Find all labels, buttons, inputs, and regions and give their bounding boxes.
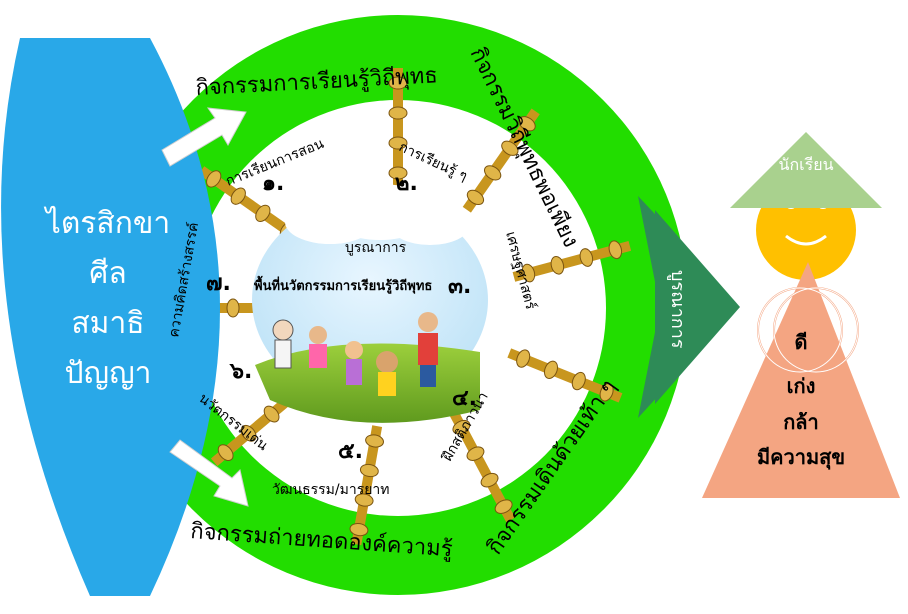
segment-3-number: ๓. [448, 274, 471, 299]
pillars [158, 68, 632, 546]
pillar [388, 68, 408, 188]
arrow-to-bottom-activity [169, 439, 249, 507]
left-line-1: ไตรสิกขา [45, 206, 171, 241]
pillar [512, 240, 632, 283]
body-line-4: มีความสุข [756, 445, 846, 469]
center-title: บูรณาการ [345, 240, 407, 256]
left-line-2: ศีล [89, 256, 127, 291]
student-hat [730, 132, 882, 208]
student-figure [702, 132, 900, 498]
left-line-3: สมาธิ [71, 306, 145, 341]
body-line-3: กล้า [783, 410, 819, 434]
pillar [507, 348, 623, 403]
pillar [449, 411, 516, 523]
segment-1-number: ๑. [262, 171, 284, 196]
hat-label: นักเรียน [779, 155, 834, 174]
body-line-2: เก่ง [786, 374, 816, 398]
center-subtitle: พื้นที่นวัตกรรมการเรียนรู้วิถีพุทธ [254, 275, 432, 294]
segment-7-number: ๗. [206, 271, 231, 296]
student-smile [785, 234, 827, 246]
segment-4-number: ๔. [452, 386, 477, 411]
segment-6-number: ๖. [229, 359, 252, 384]
segment-5-number: ๕. [338, 439, 363, 464]
children-illustration [272, 312, 438, 396]
pillar [349, 425, 384, 546]
student-body [702, 262, 900, 498]
integration-arrow-head [655, 210, 740, 404]
left-blue-crescent [1, 38, 220, 596]
segment-5-label: วัฒนธรรม/มารยาท [272, 482, 390, 498]
arrow-label: บูรณาการ [667, 270, 688, 349]
segment-2-number: ๒. [395, 171, 418, 196]
arrow-to-top-activity [161, 107, 247, 167]
left-line-4: ปัญญา [64, 356, 152, 391]
body-line-1: ดี [794, 330, 808, 354]
pillar [462, 108, 540, 213]
